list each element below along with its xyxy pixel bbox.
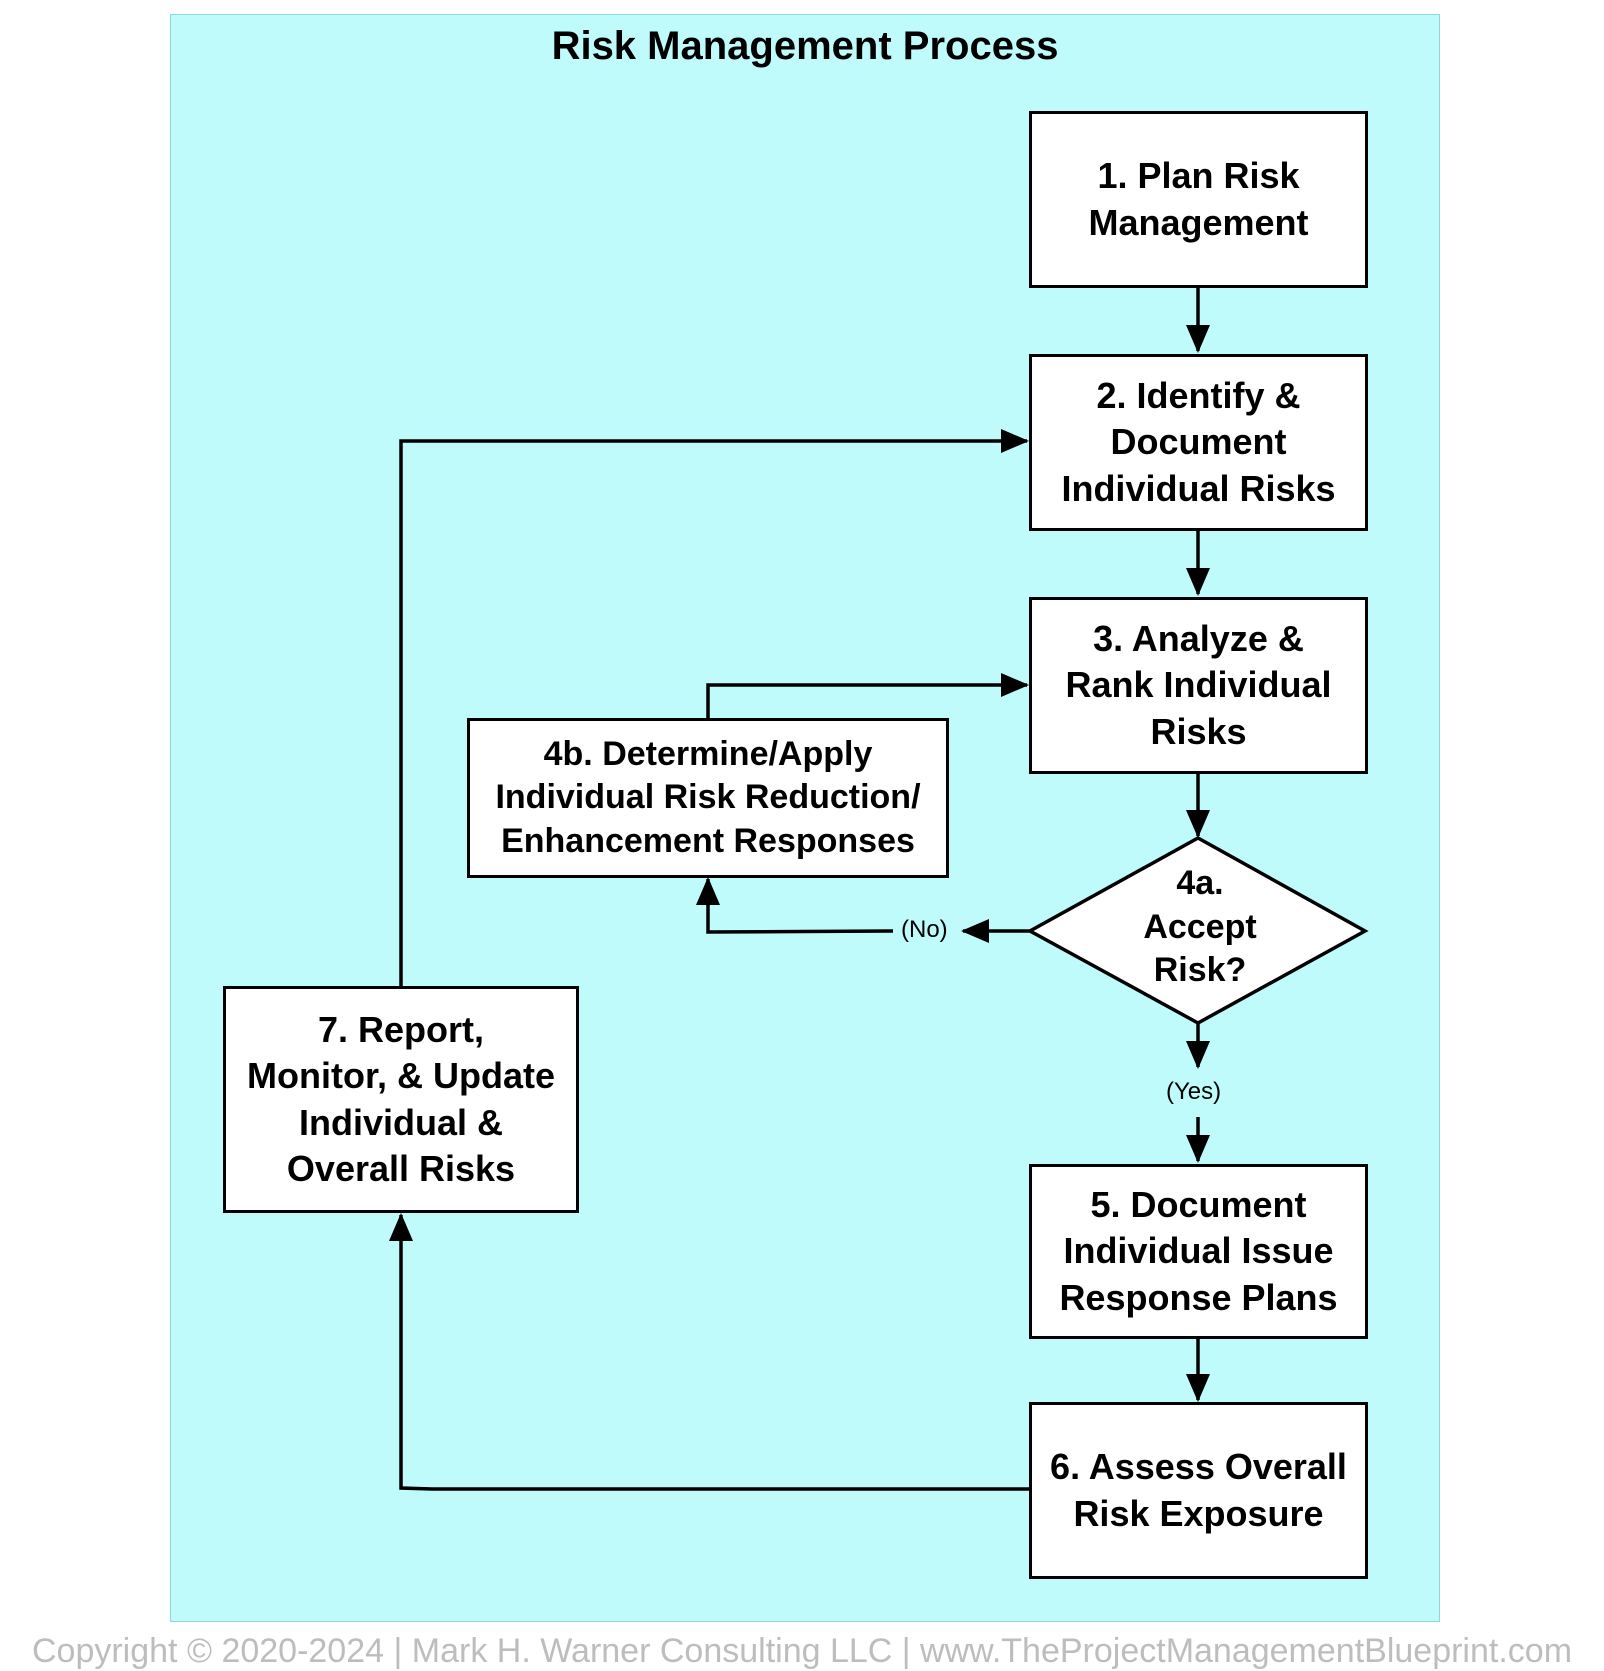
arrow-7-to-2 [399,429,1029,986]
step-7-label: 7. Report, Monitor, & Update Individual … [247,1009,555,1189]
step-3-label: 3. Analyze & Rank Individual Risks [1065,618,1332,752]
arrow-6-to-7 [389,1213,1030,1491]
step-3-analyze-rank-risks: 3. Analyze & Rank Individual Risks [1029,597,1368,774]
step-6-assess-overall-risk: 6. Assess Overall Risk Exposure [1029,1402,1368,1579]
decision-diamond [1026,835,1369,1025]
arrow-4b-to-3 [706,673,1029,718]
step-6-label: 6. Assess Overall Risk Exposure [1050,1446,1347,1534]
step-5-document-response-plans: 5. Document Individual Issue Response Pl… [1029,1164,1368,1339]
step-1-label: 1. Plan Risk Management [1088,155,1309,243]
step-4b-label: 4b. Determine/Apply Individual Risk Redu… [495,734,921,860]
step-4a-label: 4a. Accept Risk? [1143,864,1257,990]
copyright-footer: Copyright © 2020-2024 | Mark H. Warner C… [31,1632,1573,1670]
step-4b-determine-apply-responses: 4b. Determine/Apply Individual Risk Redu… [467,718,949,878]
edge-label-yes: (Yes) [1166,1078,1222,1105]
step-5-label: 5. Document Individual Issue Response Pl… [1059,1184,1338,1318]
step-7-report-monitor-update: 7. Report, Monitor, & Update Individual … [223,986,579,1213]
arrow-no-to-4b [696,877,894,934]
step-1-plan-risk-management: 1. Plan Risk Management [1029,111,1368,288]
step-2-identify-document-risks: 2. Identify & Document Individual Risks [1029,354,1368,531]
step-2-label: 2. Identify & Document Individual Risks [1061,375,1336,509]
edge-label-no: (No) [901,916,948,943]
diagram-title: Risk Management Process [551,24,1059,68]
